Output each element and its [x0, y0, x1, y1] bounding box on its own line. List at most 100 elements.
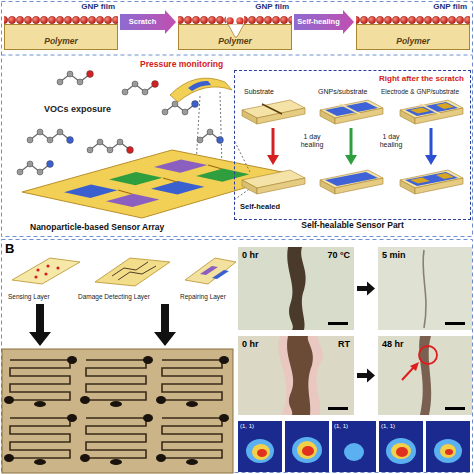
process-arrow — [29, 304, 51, 346]
heatmap — [257, 449, 267, 457]
panel-frame — [2, 55, 473, 56]
sensor-device — [242, 100, 305, 124]
panel-frame — [2, 2, 473, 237]
micrograph-photo — [402, 367, 414, 380]
layer-sheet — [46, 264, 49, 267]
molecule-atom — [217, 137, 224, 144]
circuit-photo — [156, 414, 229, 465]
pixel-index: (1, 1) — [240, 423, 254, 430]
heatmap — [386, 438, 416, 464]
layer-sheet — [36, 268, 39, 271]
molecule-atom — [37, 129, 43, 135]
arrow-label: Self-healing — [297, 18, 340, 27]
layer-label: Polymer — [218, 37, 252, 47]
molecule-atom — [162, 109, 168, 115]
sensor-array-board — [208, 165, 222, 169]
molecule-atom — [37, 169, 43, 175]
circuit-photo — [2, 349, 233, 473]
layer-sheet — [185, 258, 236, 284]
polymer-block: GNP filmPolymer — [4, 24, 118, 50]
micrograph-photo — [328, 322, 348, 325]
layer-sheet — [212, 270, 229, 279]
pressure-strip — [220, 92, 222, 168]
time-label: 48 hr — [382, 339, 404, 349]
pressure-strip — [170, 78, 232, 102]
panel-letter: B — [5, 242, 14, 257]
heatmap — [396, 447, 408, 457]
micrograph-photo — [238, 336, 354, 415]
heatmap — [344, 443, 364, 461]
arrow-label: Scratch — [129, 18, 157, 27]
layer-sheet — [34, 275, 37, 278]
molecule-atom — [117, 139, 123, 145]
circuit-photo — [80, 414, 153, 465]
molecule-atom — [67, 71, 73, 77]
part-label: Self-healed — [240, 203, 280, 212]
micrograph-photo — [423, 250, 426, 328]
molecule-atom — [127, 147, 134, 154]
part-label: Substrate — [244, 88, 274, 96]
figure-caption: Nanoparticle-based Sensor Array — [30, 223, 164, 233]
sensor-array-board — [154, 159, 207, 172]
time-label: 0 hr — [242, 339, 259, 349]
micrograph: 0 hr RT — [238, 336, 354, 415]
sensor-device — [410, 108, 430, 114]
molecule-atom — [97, 139, 103, 145]
sensor-device — [242, 170, 305, 194]
pixel-index: (1, 1) — [381, 423, 395, 430]
heatmap — [445, 449, 453, 455]
molecule-atom — [182, 109, 188, 115]
molecule-atom — [172, 101, 178, 107]
condition-label: 70 °C — [327, 250, 350, 260]
molecule-atom — [152, 81, 159, 88]
layer-sheet — [56, 266, 59, 269]
molecule-atom — [87, 147, 93, 153]
sensor-device — [242, 100, 463, 194]
healing-arrow — [425, 155, 437, 165]
sensor-array-board — [106, 194, 159, 207]
sensor-array-board — [151, 181, 204, 194]
sensor-array-board — [234, 140, 250, 172]
condition-label: RT — [338, 339, 350, 349]
micrograph-photo — [419, 336, 431, 415]
sensor-device — [325, 102, 378, 116]
sensor-array-board — [196, 169, 249, 182]
heatmap — [238, 421, 282, 472]
molecule-atom — [27, 161, 33, 167]
micrograph: 5 min — [378, 247, 472, 330]
micrograph-photo — [328, 407, 348, 410]
sensor-array-board — [118, 190, 132, 194]
sensor-array-board — [109, 172, 162, 185]
molecule-atom — [77, 79, 83, 85]
pressure-strip — [188, 81, 211, 91]
micrograph-photo — [287, 247, 305, 330]
healing-arrow — [430, 128, 433, 156]
heatmap — [302, 446, 314, 456]
callout-label: Pressure monitoring — [140, 60, 223, 70]
heatmap — [252, 444, 270, 460]
molecule-atom — [57, 129, 63, 135]
circuit-photo — [4, 356, 77, 407]
heatmap — [440, 444, 456, 458]
sensor-array-board — [64, 185, 117, 198]
layer-sheet — [118, 266, 156, 280]
voc-molecule — [60, 74, 90, 82]
step-label: 1 day healing — [373, 133, 409, 149]
micrograph-photo — [287, 336, 313, 415]
heatmap — [391, 443, 411, 459]
healing-arrow — [267, 128, 437, 165]
nanoparticle-film — [4, 16, 118, 24]
flow-arrow — [357, 369, 375, 383]
sensor-device — [405, 102, 458, 116]
sensor-device — [320, 170, 383, 194]
heatmap — [332, 421, 376, 472]
pixel-index: (1, 1) — [334, 423, 348, 430]
micrograph-photo — [378, 336, 472, 415]
micrograph: 48 hr — [378, 336, 472, 415]
molecule-atom — [47, 161, 54, 168]
molecule-atom — [142, 89, 148, 95]
heatmap — [292, 437, 322, 463]
micrograph-photo — [410, 362, 419, 371]
